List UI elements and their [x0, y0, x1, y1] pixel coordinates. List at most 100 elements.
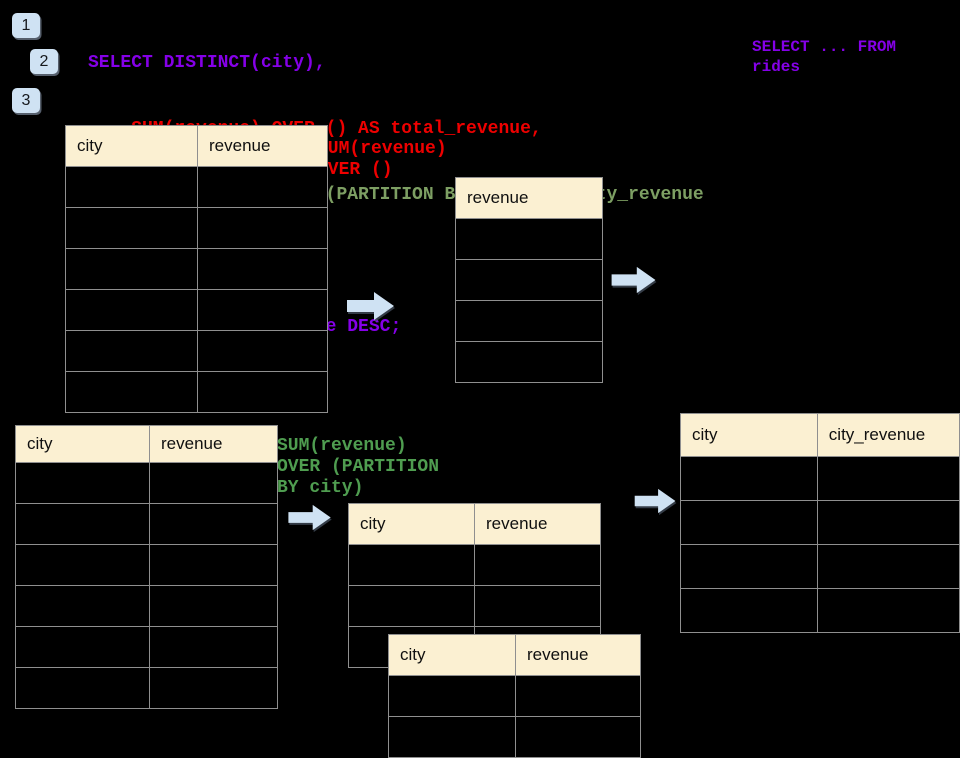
- table-row: [680, 588, 960, 633]
- empty-cell: [15, 544, 150, 586]
- table-row: [15, 544, 278, 586]
- table-rides-source-top: city revenue: [65, 125, 328, 413]
- empty-cell: [455, 341, 603, 383]
- empty-cell: [816, 456, 960, 501]
- empty-cell: [65, 166, 198, 208]
- select-from-rides-note: SELECT ... FROM rides: [752, 38, 897, 76]
- arrow-right-icon: [611, 266, 656, 294]
- empty-cell: [515, 716, 641, 758]
- empty-cell: [15, 503, 150, 545]
- empty-cell: [455, 218, 603, 260]
- table-total-revenue-result: revenue: [455, 177, 603, 383]
- empty-cell: [197, 166, 328, 208]
- table-header-row: city revenue: [388, 634, 641, 676]
- table-row: [455, 259, 603, 301]
- table-city-revenue-result: city city_revenue: [680, 413, 960, 633]
- column-header-city: city: [680, 413, 818, 457]
- empty-cell: [149, 544, 278, 586]
- arrow-right-icon: [288, 504, 331, 531]
- empty-cell: [15, 626, 150, 668]
- table-rides-source-bottom: city revenue: [15, 425, 278, 709]
- empty-cell: [816, 588, 960, 633]
- arrow-right-icon: [634, 488, 676, 514]
- empty-cell: [515, 675, 641, 717]
- slide-canvas: { "colors": { "background": "#000000", "…: [12, 13, 960, 758]
- empty-cell: [65, 207, 198, 249]
- table-row: [65, 207, 328, 249]
- table-header-row: city revenue: [65, 125, 328, 167]
- table-row: [348, 585, 601, 627]
- empty-cell: [388, 716, 516, 758]
- empty-cell: [149, 585, 278, 627]
- empty-cell: [348, 544, 475, 586]
- table-row: [15, 626, 278, 668]
- table-row: [680, 544, 960, 589]
- table-row: [65, 166, 328, 208]
- empty-cell: [197, 371, 328, 413]
- column-header-revenue: revenue: [455, 177, 603, 219]
- step-badge-2: 2: [30, 49, 58, 74]
- column-header-city: city: [388, 634, 516, 676]
- empty-cell: [455, 259, 603, 301]
- empty-cell: [197, 289, 328, 331]
- empty-cell: [455, 300, 603, 342]
- table-row: [455, 300, 603, 342]
- table-row: [65, 248, 328, 290]
- column-header-revenue: revenue: [474, 503, 601, 545]
- empty-cell: [388, 675, 516, 717]
- table-row: [15, 503, 278, 545]
- table-partition-group-b: city revenue: [388, 634, 641, 758]
- table-row: [15, 462, 278, 504]
- column-header-city: city: [15, 425, 150, 463]
- empty-cell: [149, 462, 278, 504]
- empty-cell: [65, 371, 198, 413]
- empty-cell: [149, 503, 278, 545]
- empty-cell: [149, 626, 278, 668]
- empty-cell: [474, 585, 601, 627]
- table-row: [15, 585, 278, 627]
- sql-line-select: SELECT DISTINCT(city),: [88, 53, 326, 73]
- empty-cell: [197, 207, 328, 249]
- table-row: [455, 218, 603, 260]
- empty-cell: [816, 544, 960, 589]
- empty-cell: [474, 544, 601, 586]
- empty-cell: [680, 456, 818, 501]
- table-row: [388, 716, 641, 758]
- arrow-right-icon: [347, 292, 394, 320]
- empty-cell: [348, 585, 475, 627]
- empty-cell: [197, 248, 328, 290]
- empty-cell: [680, 544, 818, 589]
- table-row: [388, 675, 641, 717]
- label-sum-over-partition: SUM(revenue) OVER (PARTITION BY city): [277, 436, 440, 498]
- empty-cell: [65, 289, 198, 331]
- empty-cell: [65, 330, 198, 372]
- empty-cell: [65, 248, 198, 290]
- table-row: [65, 330, 328, 372]
- empty-cell: [15, 667, 150, 709]
- table-row: [680, 456, 960, 501]
- column-header-revenue: revenue: [149, 425, 278, 463]
- empty-cell: [15, 462, 150, 504]
- column-header-city: city: [348, 503, 475, 545]
- table-header-row: revenue: [455, 177, 603, 219]
- column-header-city: city: [65, 125, 198, 167]
- column-header-revenue: revenue: [197, 125, 328, 167]
- column-header-revenue: revenue: [515, 634, 641, 676]
- empty-cell: [680, 500, 818, 545]
- table-row: [65, 289, 328, 331]
- table-row: [455, 341, 603, 383]
- table-header-row: city revenue: [15, 425, 278, 463]
- empty-cell: [149, 667, 278, 709]
- empty-cell: [816, 500, 960, 545]
- empty-cell: [15, 585, 150, 627]
- table-row: [348, 544, 601, 586]
- table-row: [15, 667, 278, 709]
- table-row: [65, 371, 328, 413]
- step-badge-1: 1: [12, 13, 40, 38]
- table-header-row: city city_revenue: [680, 413, 960, 457]
- step-badge-3: 3: [12, 88, 40, 113]
- table-row: [680, 500, 960, 545]
- empty-cell: [680, 588, 818, 633]
- empty-cell: [197, 330, 328, 372]
- column-header-city-revenue: city_revenue: [816, 413, 960, 457]
